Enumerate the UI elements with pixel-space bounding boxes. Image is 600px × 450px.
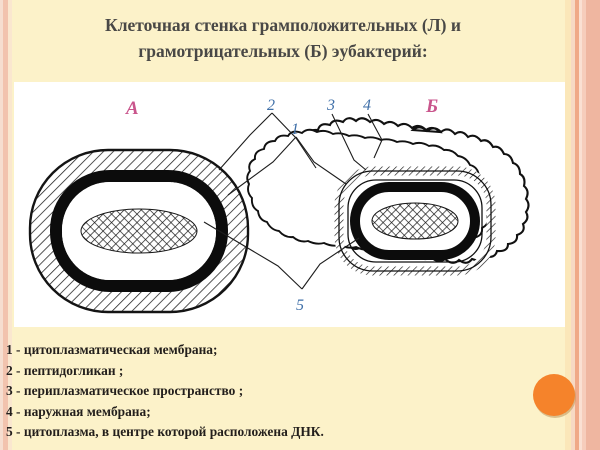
legend-item-1: 1 - цитоплазматическая мембрана; [6,342,218,357]
label-cell-b: Б [425,96,438,117]
right-edge-strip-5 [582,0,586,450]
legend-list: 1 - цитоплазматическая мембрана; 2 - пеп… [6,340,476,443]
callout-label-1: 1 [291,121,299,138]
right-edge-strip-2 [571,0,575,450]
right-edge-strip-4 [579,0,582,450]
legend-item-2: 2 - пептидогликан ; [6,362,124,378]
cell-b-cytoplasmic-membrane [350,182,480,260]
callout-label-5: 5 [296,297,304,314]
left-edge-strip-1 [0,0,3,450]
decorative-orange-circle [533,374,575,416]
slide-title-line-2: грамотрицательных (Б) эубактерий: [138,41,428,61]
callout-label-4: 4 [363,97,371,114]
slide-title: Клеточная стенка грамположительных (Л) и… [28,12,538,64]
right-edge-strip-3 [575,0,579,450]
gram-positive-cell [28,148,250,314]
left-edge-strip-2 [3,0,8,450]
legend-item-4: 4 - наружная мембрана; [6,403,151,419]
slide-title-line-1: Клеточная стенка грамположительных (Л) и [105,15,461,35]
legend-item-3: 3 - периплазматическое пространство ; [6,383,244,399]
callout-leader-lines [203,112,383,290]
gram-negative-cell [246,117,530,276]
callout-label-3: 3 [326,97,335,114]
diagram-panel: А Б 2 3 4 1 5 [14,82,565,327]
right-edge-strip-6 [586,0,600,450]
left-edge-strip-3 [8,0,12,450]
label-cell-a: А [125,98,139,119]
legend-item-5: 5 - цитоплазма, в центре которой располо… [6,424,324,440]
cell-a-dna-nucleoid [80,208,198,254]
right-edge-strip-1 [565,0,571,450]
bacteria-cell-wall-diagram: А Б 2 3 4 1 5 [28,96,530,314]
cell-a-cytoplasmic-membrane [50,170,228,292]
callout-label-2: 2 [267,97,275,114]
cell-b-dna-nucleoid [371,202,459,240]
